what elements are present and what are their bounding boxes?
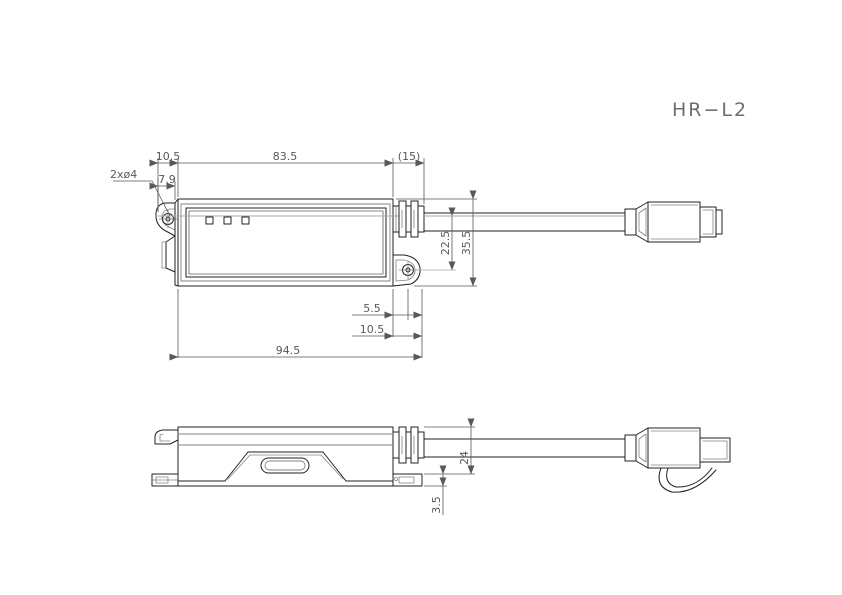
mounting-tab-left (155, 202, 178, 237)
dim-7-9 (149, 178, 176, 212)
dimension-layer-top (113, 158, 477, 361)
mounting-tab-right (392, 254, 421, 287)
dim-22-5 (414, 207, 456, 271)
dim-24 (424, 418, 475, 475)
dim-3-5 (424, 465, 447, 515)
callout-leader-2xd4 (113, 180, 171, 217)
dim-label-15: (15) (398, 150, 421, 163)
led-indicator-group (205, 216, 250, 225)
dim-35-5 (396, 190, 477, 287)
sensor-body-profile (177, 426, 394, 487)
strain-relief-top (392, 200, 425, 238)
rj45-connector (624, 427, 731, 493)
mounting-clip-left (154, 429, 179, 445)
dim-label-10-5-top: 10.5 (156, 150, 181, 163)
dim-label-7-9: 7.9 (158, 173, 176, 186)
dim-label-24: 24 (458, 451, 471, 465)
mounting-foot-left (151, 473, 179, 487)
m12-connector-top (624, 201, 723, 243)
usb-c-port (260, 457, 310, 474)
dim-label-22-5: 22.5 (439, 231, 452, 256)
dimension-layer-bottom (424, 418, 475, 515)
left-flange (161, 202, 176, 286)
callout-label-2xd4: 2xø4 (110, 168, 137, 181)
dimension-text-layer: 10.5 83.5 (15) 7.9 22.5 35.5 5.5 10.5 94… (110, 150, 473, 514)
top-view-geometry (155, 198, 723, 287)
mounting-foot-right (392, 473, 423, 487)
dim-label-5-5: 5.5 (363, 302, 381, 315)
sensor-body-outline (174, 198, 394, 287)
cable-bottom (423, 438, 626, 458)
dim-label-35-5: 35.5 (460, 231, 473, 256)
dim-label-3-5: 3.5 (430, 496, 443, 514)
dim-label-83-5: 83.5 (273, 150, 298, 163)
cable-top (423, 212, 626, 232)
bottom-view-geometry (151, 426, 731, 493)
drawing-title: HR−L2 (672, 99, 749, 121)
dim-label-10-5-bottom: 10.5 (360, 323, 385, 336)
strain-relief-bottom (392, 426, 425, 464)
dim-label-94-5: 94.5 (276, 344, 301, 357)
